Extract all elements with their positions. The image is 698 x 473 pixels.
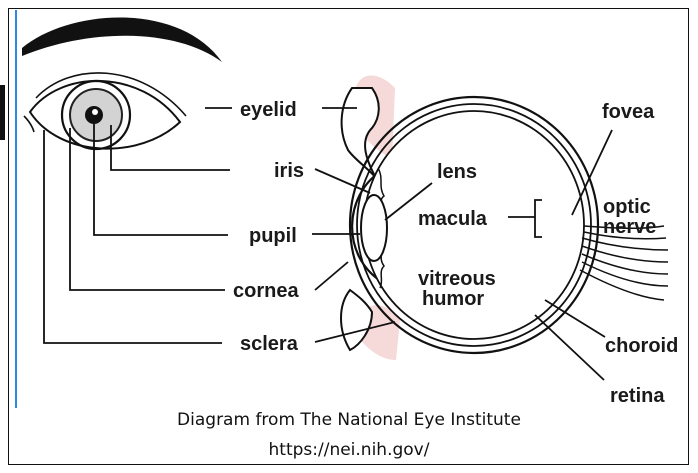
label-pupil: pupil — [249, 225, 297, 247]
label-vitreous: vitreous — [418, 268, 496, 290]
label-fovea: fovea — [602, 101, 655, 123]
lens-shape — [361, 195, 387, 261]
label-humor: humor — [422, 288, 484, 310]
eyebrow-shape — [22, 17, 222, 62]
caption-source: Diagram from The National Eye Institute — [0, 410, 698, 430]
label-macula: macula — [418, 208, 488, 230]
label-retina: retina — [610, 385, 665, 407]
label-iris: iris — [274, 160, 304, 182]
caption-url: https://nei.nih.gov/ — [0, 440, 698, 460]
front-view-eye — [24, 73, 186, 149]
label-nerve: nerve — [603, 216, 656, 238]
label-eyelid: eyelid — [240, 99, 297, 121]
label-choroid: choroid — [605, 335, 678, 357]
label-lens: lens — [437, 161, 477, 183]
label-optic: optic — [603, 196, 651, 218]
label-cornea: cornea — [233, 280, 299, 302]
label-sclera: sclera — [240, 333, 299, 355]
